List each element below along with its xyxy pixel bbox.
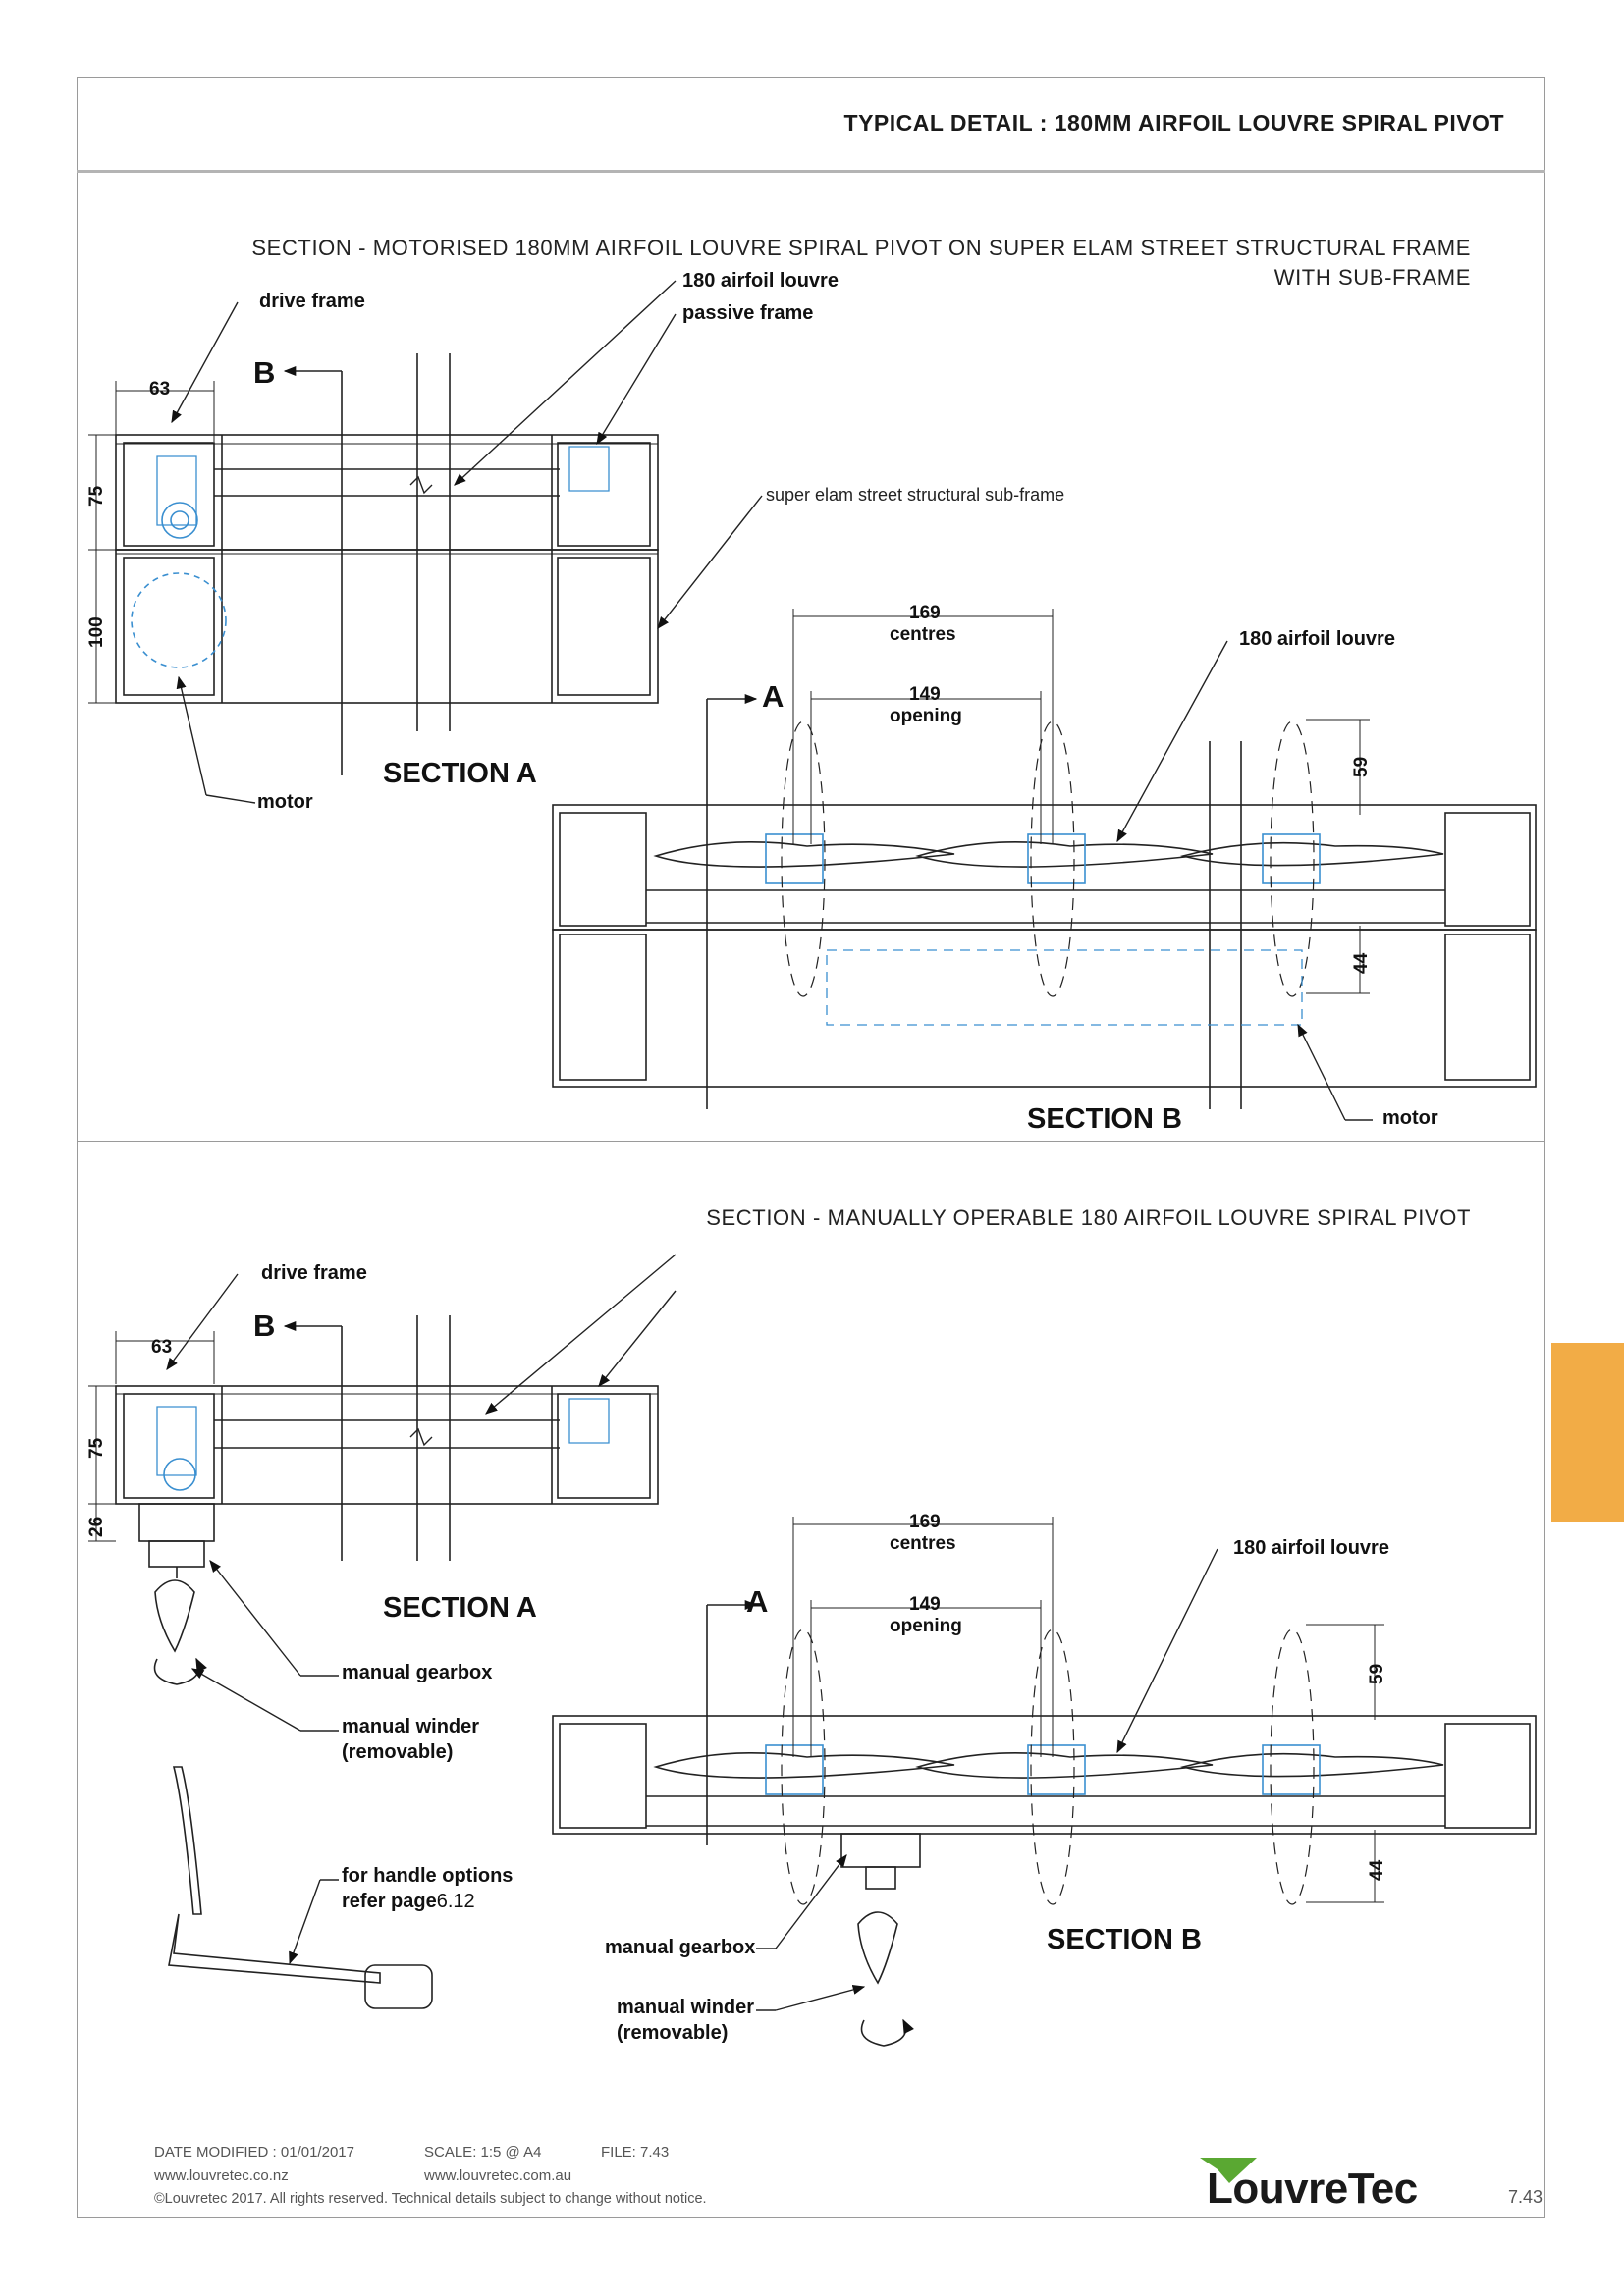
top-heading-line2: WITH SUB-FRAME: [1273, 265, 1471, 290]
page-frame: [77, 77, 1545, 2218]
label-sub-frame: super elam street structural sub-frame: [766, 485, 1065, 505]
dim-63-top: 63: [149, 379, 171, 400]
label-handle-options-line1: for handle options: [342, 1865, 514, 1887]
footer-scale: SCALE: 1:5 @ A4: [424, 2144, 542, 2161]
label-motor-section-b: motor: [1382, 1107, 1438, 1129]
section-a-title-top: SECTION A: [383, 758, 537, 789]
bottom-heading: SECTION - MANUALLY OPERABLE 180 AIRFOIL …: [706, 1205, 1471, 1230]
label-airfoil-louvre: 180 airfoil louvre: [682, 270, 839, 292]
top-section-a-drawing: [88, 353, 659, 775]
top-leaders: [171, 280, 763, 804]
top-b-leaders: [1116, 640, 1373, 1121]
label-louvre-section-b-bottom: 180 airfoil louvre: [1233, 1537, 1389, 1559]
cut-a-bottom: A: [746, 1584, 769, 1619]
footer-date: DATE MODIFIED : 01/01/2017: [154, 2144, 354, 2161]
label-louvre-section-b-top: 180 airfoil louvre: [1239, 628, 1395, 650]
section-divider: [77, 1141, 1545, 1142]
dim-75-top: 75: [86, 485, 107, 507]
label-drive-frame-bottom: drive frame: [261, 1262, 367, 1284]
handle-refer-text: refer page: [342, 1891, 437, 1912]
label-manual-winder-line1: manual winder: [342, 1716, 480, 1737]
handle-page-ref: 6.12: [436, 1891, 475, 1912]
cut-b-bottom: B: [253, 1308, 276, 1343]
bottom-b-leaders: [756, 1548, 1218, 2011]
label-motor: motor: [257, 791, 313, 813]
page-number: 7.43: [1508, 2187, 1543, 2207]
bottom-section-b-drawing: [552, 1517, 1537, 2047]
bottom-section-a-drawing: [88, 1315, 659, 2009]
label-drive-frame: drive frame: [259, 291, 365, 312]
label-passive-frame: passive frame: [682, 302, 814, 324]
cut-a-top: A: [762, 679, 785, 714]
dim-169-top: 169: [909, 603, 941, 623]
label-manual-gearbox: manual gearbox: [342, 1662, 493, 1683]
chapter-tab: [1551, 1343, 1624, 1522]
label-handle-options-line2: refer page6.12: [342, 1891, 475, 1913]
dim-100-top: 100: [86, 616, 107, 648]
footer-copyright: ©Louvretec 2017. All rights reserved. Te…: [154, 2191, 707, 2207]
page-title: TYPICAL DETAIL : 180MM AIRFOIL LOUVRE SP…: [843, 110, 1504, 135]
top-heading-line1: SECTION - MOTORISED 180MM AIRFOIL LOUVRE…: [251, 236, 1471, 260]
dim-149-top: 149: [909, 684, 941, 705]
label-manual-winder-line2: (removable): [342, 1741, 454, 1763]
label-manual-gearbox-b: manual gearbox: [605, 1937, 756, 1958]
dim-44-bottom: 44: [1367, 1859, 1387, 1881]
dim-59-top: 59: [1351, 756, 1372, 777]
dim-centres-bottom: centres: [890, 1533, 956, 1554]
cut-b-top: B: [253, 355, 276, 390]
dim-44-top: 44: [1351, 952, 1372, 974]
footer-file: FILE: 7.43: [601, 2144, 670, 2161]
footer-url-nz[interactable]: www.louvretec.co.nz: [154, 2167, 289, 2184]
section-b-title-top: SECTION B: [1027, 1103, 1182, 1135]
dim-opening-bottom: opening: [890, 1616, 962, 1636]
louvretec-logo: LouvreTec: [1207, 2164, 1418, 2213]
section-b-title-bottom: SECTION B: [1047, 1924, 1202, 1955]
top-section-b-drawing: [552, 609, 1537, 1109]
section-a-title-bottom: SECTION A: [383, 1592, 537, 1624]
label-manual-winder-b-line1: manual winder: [617, 1997, 755, 2018]
bottom-leaders: [166, 1254, 677, 1965]
dim-centres-top: centres: [890, 624, 956, 645]
dim-63-bottom: 63: [151, 1337, 173, 1358]
dim-59-bottom: 59: [1367, 1663, 1387, 1684]
dim-75-bottom: 75: [86, 1437, 107, 1459]
footer-url-au[interactable]: www.louvretec.com.au: [424, 2167, 572, 2184]
dim-opening-top: opening: [890, 706, 962, 726]
dim-149-bottom: 149: [909, 1594, 941, 1615]
title-bar: TYPICAL DETAIL : 180MM AIRFOIL LOUVRE SP…: [77, 77, 1545, 173]
logo-leaf-icon: [1200, 2158, 1257, 2183]
label-manual-winder-b-line2: (removable): [617, 2022, 729, 2044]
dim-169-bottom: 169: [909, 1512, 941, 1532]
dim-26-bottom: 26: [86, 1516, 107, 1537]
